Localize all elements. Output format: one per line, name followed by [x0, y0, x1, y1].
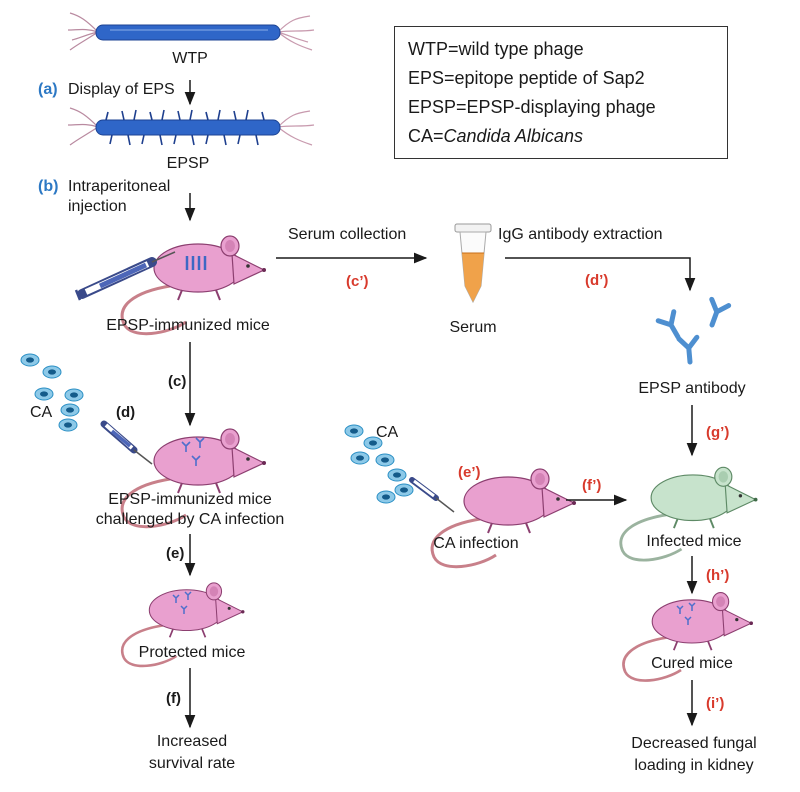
legend-box: WTP=wild type phage EPS=epitope peptide … [394, 26, 728, 159]
ca-left-label: CA [30, 404, 53, 421]
step-c-prime-label: (c’) [346, 273, 369, 290]
legend-ca: CA=Candida Albicans [408, 122, 727, 151]
step-f-prime-label: (f’) [582, 477, 601, 494]
step-c-label: (c) [168, 373, 186, 390]
step-i-prime-label: (i’) [706, 695, 724, 712]
protected-mouse-icon [120, 581, 246, 668]
ca-mid-label: CA [376, 424, 399, 441]
wtp-label: WTP [172, 50, 208, 67]
serum-tube-icon [454, 223, 492, 304]
step-h-prime-label: (h’) [706, 567, 729, 584]
syringe-mid-icon [409, 477, 455, 513]
syringe-icon [74, 251, 176, 301]
immunized-mouse-icon [120, 234, 268, 336]
immunized-mice-label: EPSP-immunized mice [106, 317, 270, 334]
step-e-prime-label: (e’) [458, 464, 481, 481]
step-e-label: (e) [166, 545, 184, 562]
serum-label: Serum [449, 319, 496, 336]
syringe-left-icon [100, 420, 153, 465]
ca-infection-label: CA infection [433, 535, 518, 552]
legend-epsp: EPSP=EPSP-displaying phage [408, 97, 656, 117]
step-g-prime-label: (g’) [706, 424, 729, 441]
protected-mice-label: Protected mice [139, 644, 246, 661]
epsp-antibody-label: EPSP antibody [638, 380, 745, 397]
wild-type-phage-icon [67, 12, 315, 51]
challenged-mice-line1: EPSP-immunized mice [108, 491, 272, 508]
fungal-line1: Decreased fungal [631, 735, 756, 752]
survival-line2: survival rate [149, 755, 235, 772]
step-b-label: (b) [38, 178, 58, 195]
ca-infected-mouse-icon [430, 467, 578, 569]
survival-line1: Increased [157, 733, 227, 750]
cured-mouse-icon [622, 591, 755, 682]
fungal-line2: loading in kidney [634, 757, 753, 774]
legend-ca-name: Candida Albicans [443, 126, 583, 146]
step-b-text-1: Intraperitoneal [68, 178, 170, 195]
challenged-mice-line2: challenged by CA infection [96, 511, 285, 528]
infected-mice-label: Infected mice [646, 533, 741, 550]
legend-ca-prefix: CA= [408, 126, 444, 146]
step-d-prime-label: (d’) [585, 272, 608, 289]
legend-wtp: WTP=wild type phage [408, 39, 584, 59]
arrow-d-prime [505, 257, 696, 292]
epsp-label: EPSP [167, 155, 210, 172]
legend-eps: EPS=epitope peptide of Sap2 [408, 68, 645, 88]
serum-collection-label: Serum collection [288, 226, 406, 243]
step-f-label: (f) [166, 690, 181, 707]
step-b-text-2: injection [68, 198, 127, 215]
antibody-icon [658, 299, 728, 362]
cured-mice-label: Cured mice [651, 655, 733, 672]
igg-extraction-label: IgG antibody extraction [498, 226, 663, 243]
step-d-label: (d) [116, 404, 135, 421]
step-a-label: (a) [38, 81, 58, 98]
epsp-phage-icon [67, 107, 315, 146]
step-a-text: Display of EPS [68, 81, 175, 98]
challenged-mouse-icon [120, 427, 268, 529]
